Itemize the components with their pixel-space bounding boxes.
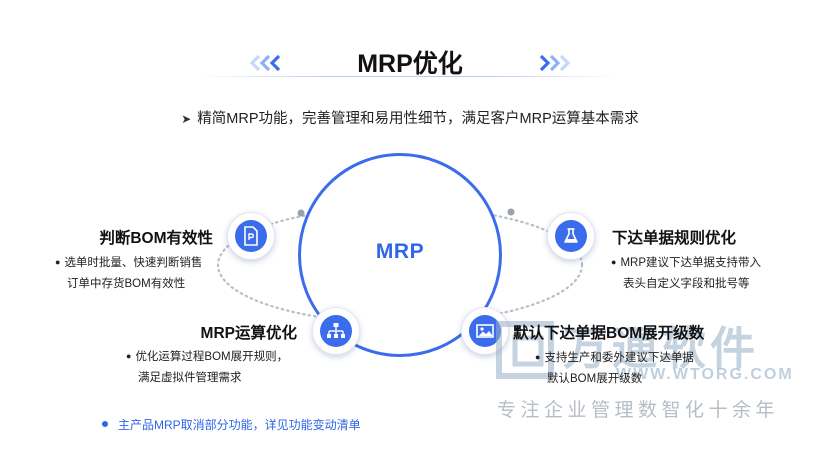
feature-desc-line: ●优化运算过程BOM展开规则， <box>126 351 289 363</box>
feature-desc-line: 订单中存货BOM有效性 <box>67 278 186 290</box>
feature-desc-line: ●支持生产和委外建议下达单据 <box>535 352 694 364</box>
node-mrp-calc <box>312 307 360 355</box>
orbit-dot <box>507 208 515 216</box>
feature-title: 默认下达单据BOM展开级数 <box>513 325 705 342</box>
mrp-core-label: MRP <box>375 240 425 263</box>
orbit-dot <box>297 209 305 217</box>
feature-desc-line: ●MRP建议下达单据支持带入 <box>611 257 761 269</box>
feature-default-bom-level: 默认下达单据BOM展开级数 <box>513 321 704 343</box>
feature-title: 判断BOM有效性 <box>99 230 213 247</box>
footnote-text: 主产品MRP取消部分功能，详见功能变动清单 <box>118 418 361 432</box>
feature-issue-rule: 下达单据规则优化 <box>612 226 736 248</box>
feature-desc-line: 表头自定义字段和批号等 <box>623 278 750 290</box>
feature-default-bom-level-desc: ●支持生产和委外建议下达单据 默认BOM展开级数 <box>535 347 694 390</box>
hierarchy-icon <box>327 323 345 338</box>
feature-issue-rule-desc: ●MRP建议下达单据支持带入 表头自定义字段和批号等 <box>611 252 761 295</box>
subtitle-marker: ➤ <box>181 112 192 126</box>
feature-mrp-calc: MRP运算优化 <box>201 321 297 343</box>
header: MRP优化 <box>0 44 820 84</box>
watermark-slogan: 专注企业管理数智化十余年 <box>497 400 780 421</box>
subtitle-text: 精简MRP功能，完善管理和易用性细节，满足客户MRP运算基本需求 <box>197 111 639 127</box>
node-issue-rule <box>547 212 595 260</box>
wtorg-logo-icon <box>496 321 554 379</box>
feature-desc-line: 满足虚拟件管理需求 <box>138 372 242 384</box>
feature-desc-line: ●选单时批量、快速判断销售 <box>55 257 203 269</box>
image-icon <box>476 324 494 338</box>
double-chevron-right-icon <box>539 54 571 72</box>
flask-icon <box>564 228 578 243</box>
feature-bom-validity-desc: ●选单时批量、快速判断销售 订单中存货BOM有效性 <box>55 252 202 295</box>
double-chevron-left-icon <box>249 54 281 72</box>
watermark-url: WWW.WTORG.COM <box>616 366 794 383</box>
footnote: 主产品MRP取消部分功能，详见功能变动清单 <box>102 416 361 433</box>
node-bom-validity <box>227 212 275 260</box>
page-title: MRP优化 <box>357 50 463 78</box>
feature-title: 下达单据规则优化 <box>612 230 737 247</box>
feature-desc-line: 默认BOM展开级数 <box>547 373 643 385</box>
feature-title: MRP运算优化 <box>200 325 297 342</box>
feature-bom-validity: 判断BOM有效性 <box>99 226 213 248</box>
feature-mrp-calc-desc: ●优化运算过程BOM展开规则， 满足虚拟件管理需求 <box>126 346 288 389</box>
subtitle: ➤ 精简MRP功能，完善管理和易用性细节，满足客户MRP运算基本需求 <box>0 107 820 128</box>
document-p-icon <box>244 226 258 246</box>
watermark-brand: 万通软件 <box>563 323 760 374</box>
title-divider <box>200 76 620 77</box>
footnote-dot <box>102 421 108 427</box>
